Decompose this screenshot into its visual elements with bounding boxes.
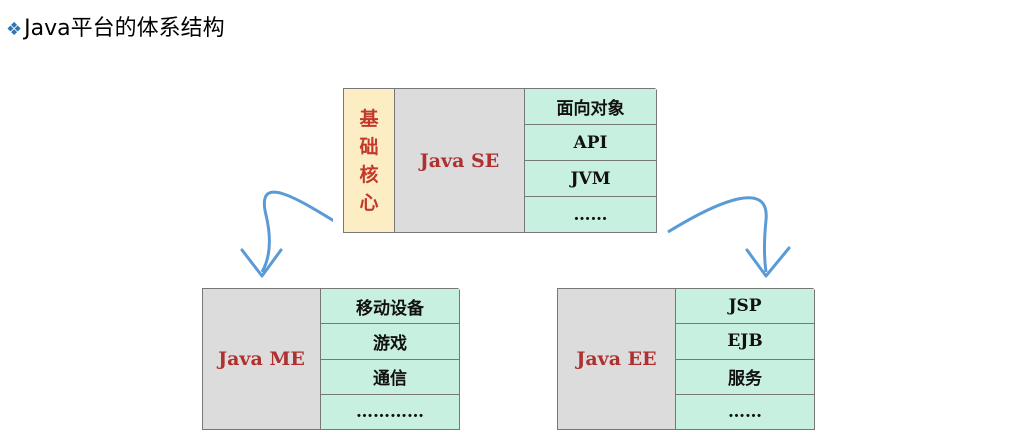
java-ee-features: JSP EJB 服务 …… bbox=[675, 289, 814, 429]
java-ee-card: Java EE JSP EJB 服务 …… bbox=[547, 278, 825, 442]
feature-item: 移动设备 bbox=[321, 289, 459, 324]
feature-item: ………… bbox=[321, 395, 459, 429]
java-me-features: 移动设备 游戏 通信 ………… bbox=[320, 289, 459, 429]
arrow-head-ee bbox=[745, 246, 791, 278]
feature-item: JVM bbox=[525, 161, 656, 197]
java-ee-title: Java EE bbox=[576, 348, 657, 370]
java-me-title: Java ME bbox=[218, 348, 305, 370]
page-title: Java平台的体系结构 bbox=[24, 16, 225, 41]
java-se-title: Java SE bbox=[419, 149, 500, 172]
feature-item: EJB bbox=[676, 324, 814, 359]
feature-item: 通信 bbox=[321, 360, 459, 395]
java-me-card: Java ME 移动设备 游戏 通信 ………… bbox=[192, 278, 470, 442]
arrow-head-me bbox=[240, 248, 283, 278]
side-char: 基 bbox=[359, 107, 379, 130]
feature-item: 游戏 bbox=[321, 324, 459, 359]
arrow-se-to-me bbox=[260, 190, 353, 273]
side-char: 心 bbox=[359, 191, 379, 214]
feature-item: JSP bbox=[676, 289, 814, 324]
foundation-core-label: 基 础 核 心 bbox=[344, 89, 395, 232]
side-char: 核 bbox=[359, 163, 379, 186]
feature-item: …… bbox=[525, 197, 656, 232]
java-se-card: 基 础 核 心 Java SE 面向对象 API JVM …… bbox=[333, 78, 667, 245]
feature-item: API bbox=[525, 125, 656, 161]
page-title-line: ❖Java平台的体系结构 bbox=[6, 10, 225, 42]
arrow-se-to-ee bbox=[667, 196, 768, 273]
feature-item: 面向对象 bbox=[525, 89, 656, 125]
feature-item: …… bbox=[676, 395, 814, 429]
side-char: 础 bbox=[359, 135, 379, 158]
feature-item: 服务 bbox=[676, 360, 814, 395]
java-se-features: 面向对象 API JVM …… bbox=[524, 89, 656, 232]
diamond-bullet-icon: ❖ bbox=[6, 19, 23, 40]
